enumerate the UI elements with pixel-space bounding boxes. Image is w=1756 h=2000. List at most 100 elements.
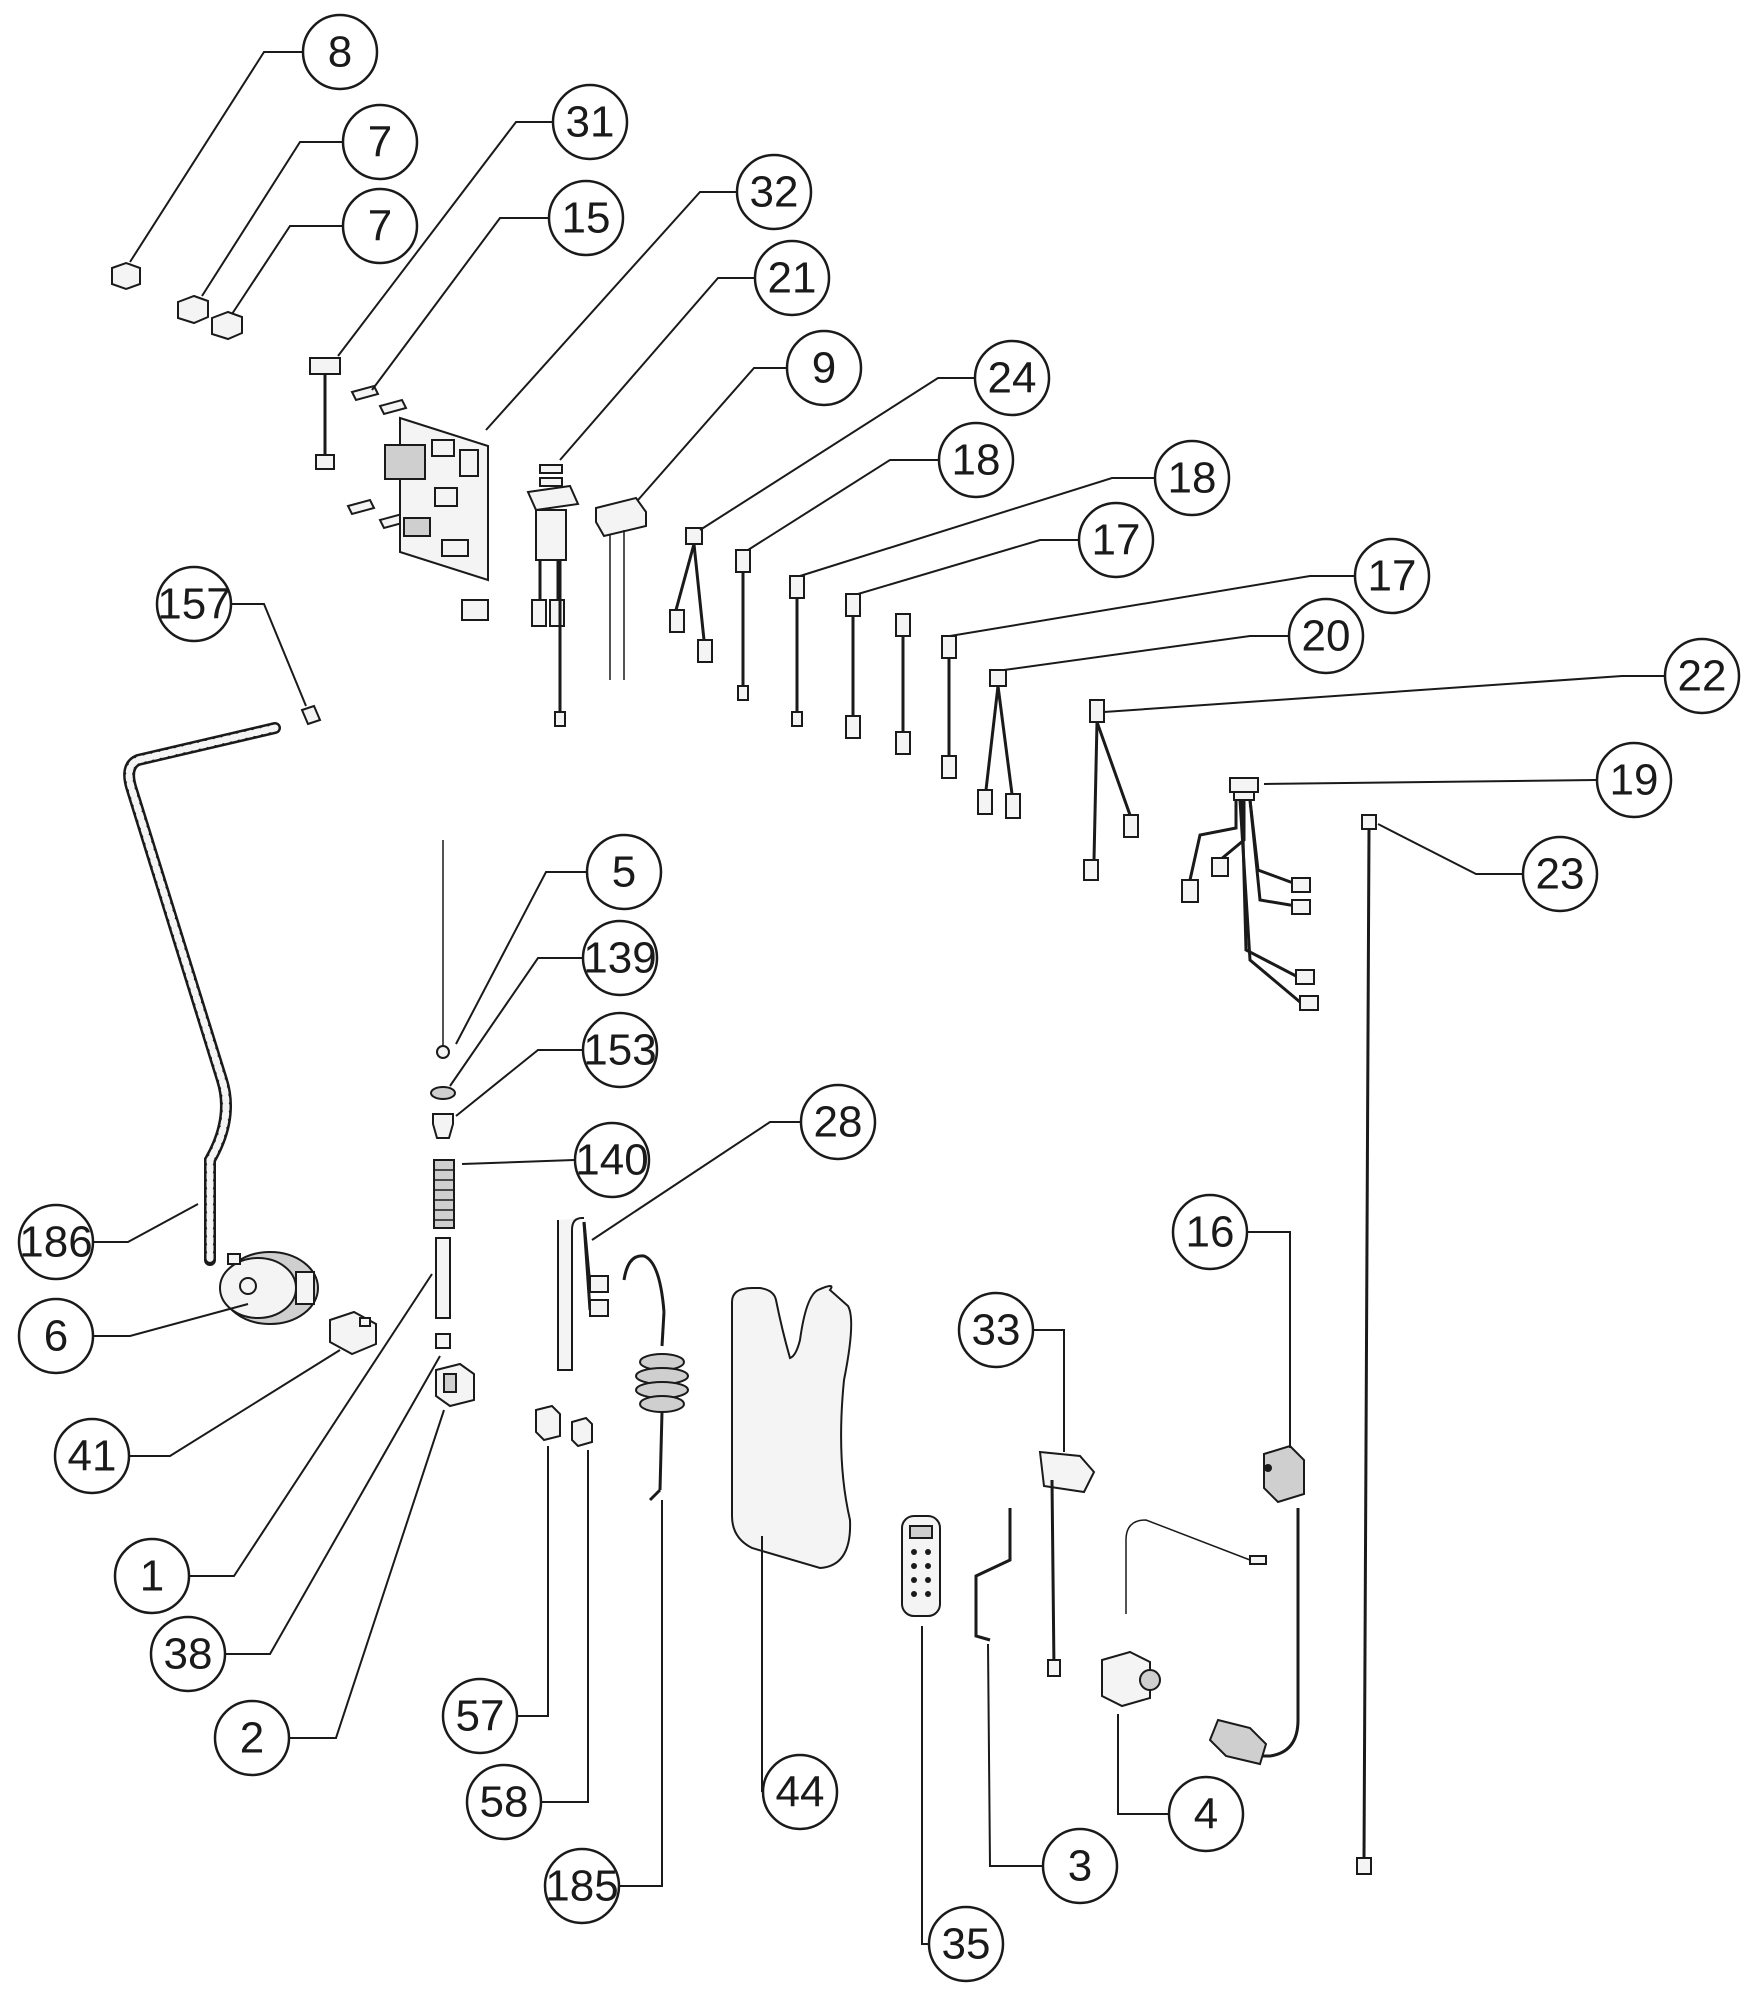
part-19-wiring-harness [1181, 777, 1319, 1011]
callout-157: 157 [155, 565, 233, 643]
callout-38: 38 [149, 1615, 227, 1693]
callout-label: 57 [456, 1692, 505, 1741]
callout-31: 31 [551, 83, 629, 161]
callout-22: 22 [1663, 637, 1741, 715]
part-139-washer [430, 1086, 456, 1100]
callout-label: 16 [1186, 1208, 1235, 1257]
callout-57: 57 [441, 1677, 519, 1755]
part-23-long-cable [1356, 814, 1377, 1875]
part-1-tube [435, 1237, 451, 1319]
callout-1: 1 [113, 1537, 191, 1615]
part-153-nut [432, 1113, 454, 1139]
callout-label: 2 [240, 1714, 264, 1763]
callout-6: 6 [17, 1297, 95, 1375]
callout-20: 20 [1287, 597, 1365, 675]
part-6-pressure-switch [219, 1251, 319, 1325]
part-32-control-board [384, 416, 489, 621]
callout-7b: 7 [341, 187, 419, 265]
callout-28: 28 [799, 1083, 877, 1161]
callout-label: 21 [768, 254, 817, 303]
part-5-probe [436, 840, 450, 1059]
callout-186: 186 [17, 1203, 95, 1281]
callout-label: 35 [942, 1920, 991, 1969]
part-35-remote-control [901, 1515, 941, 1617]
part-31-lamp-holder [309, 357, 341, 470]
part-7-clip-a [177, 294, 209, 325]
callout-label: 185 [545, 1862, 618, 1911]
callout-153: 153 [581, 1011, 659, 1089]
callout-label: 1 [140, 1552, 164, 1601]
callout-32: 32 [735, 153, 813, 231]
callout-24: 24 [973, 339, 1051, 417]
callout-16: 16 [1171, 1193, 1249, 1271]
part-17-cable-b [941, 635, 957, 779]
callout-17a: 17 [1077, 501, 1155, 579]
callout-17b: 17 [1353, 537, 1431, 615]
callout-label: 33 [972, 1306, 1021, 1355]
callout-label: 157 [157, 580, 230, 629]
callout-2: 2 [213, 1699, 291, 1777]
callout-label: 7 [368, 118, 392, 167]
callout-3: 3 [1041, 1827, 1119, 1905]
part-28-heater-element [557, 1217, 609, 1371]
part-22-cable [1083, 699, 1139, 881]
part-4-thermostat [1101, 1519, 1267, 1708]
part-3-rod [974, 1508, 1012, 1642]
part-20-split-cable [977, 669, 1021, 819]
callout-label: 19 [1610, 756, 1659, 805]
callout-label: 17 [1092, 516, 1141, 565]
part-18-cable-b [789, 575, 805, 727]
callout-19: 19 [1595, 741, 1673, 819]
callout-label: 153 [583, 1026, 656, 1075]
part-7-clip-b [211, 310, 243, 341]
callout-label: 15 [562, 194, 611, 243]
callout-139: 139 [581, 919, 659, 997]
callout-label: 18 [952, 436, 1001, 485]
part-186-pressure-hose [123, 722, 281, 1266]
part-16-power-cord [1208, 1444, 1305, 1766]
callout-label: 7 [368, 202, 392, 251]
callout-label: 20 [1302, 612, 1351, 661]
callout-label: 140 [575, 1136, 648, 1185]
part-18-cable-a [735, 549, 751, 701]
part-33-electrode [1038, 1450, 1096, 1677]
part-44-insulation-panel [731, 1285, 853, 1570]
callout-label: 22 [1678, 652, 1727, 701]
part-9-thermostat-strip [595, 496, 647, 680]
part-41-micro-switch [329, 1310, 377, 1356]
callout-label: 24 [988, 354, 1037, 403]
callout-18b: 18 [1153, 439, 1231, 517]
part-17-cable-mid [895, 613, 911, 755]
part-38-nut [435, 1333, 451, 1349]
callout-21: 21 [753, 239, 831, 317]
callout-58: 58 [465, 1763, 543, 1841]
part-140-threaded-sleeve [433, 1159, 455, 1229]
callout-label: 186 [19, 1218, 92, 1267]
callout-23: 23 [1521, 835, 1599, 913]
callout-label: 4 [1194, 1790, 1218, 1839]
callout-label: 18 [1168, 454, 1217, 503]
part-157-fitting [300, 704, 322, 726]
leader-lines [92, 51, 1666, 1945]
callout-label: 38 [164, 1630, 213, 1679]
callout-41: 41 [53, 1417, 131, 1495]
callout-label: 44 [776, 1768, 825, 1817]
callout-5: 5 [585, 833, 663, 911]
part-185-drain-hose [622, 1254, 689, 1502]
callout-18a: 18 [937, 421, 1015, 499]
callout-185: 185 [543, 1847, 621, 1925]
callout-label: 139 [583, 934, 656, 983]
part-57-clip [535, 1404, 561, 1442]
part-58-clip [571, 1416, 593, 1448]
callout-8: 8 [301, 13, 379, 91]
part-21-terminal-block [526, 464, 580, 727]
callout-label: 3 [1068, 1842, 1092, 1891]
callout-label: 41 [68, 1432, 117, 1481]
callout-label: 6 [44, 1312, 68, 1361]
callout-15: 15 [547, 179, 625, 257]
callout-label: 32 [750, 168, 799, 217]
callout-label: 58 [480, 1778, 529, 1827]
part-17-cable-a [845, 593, 861, 739]
callout-label: 17 [1368, 552, 1417, 601]
